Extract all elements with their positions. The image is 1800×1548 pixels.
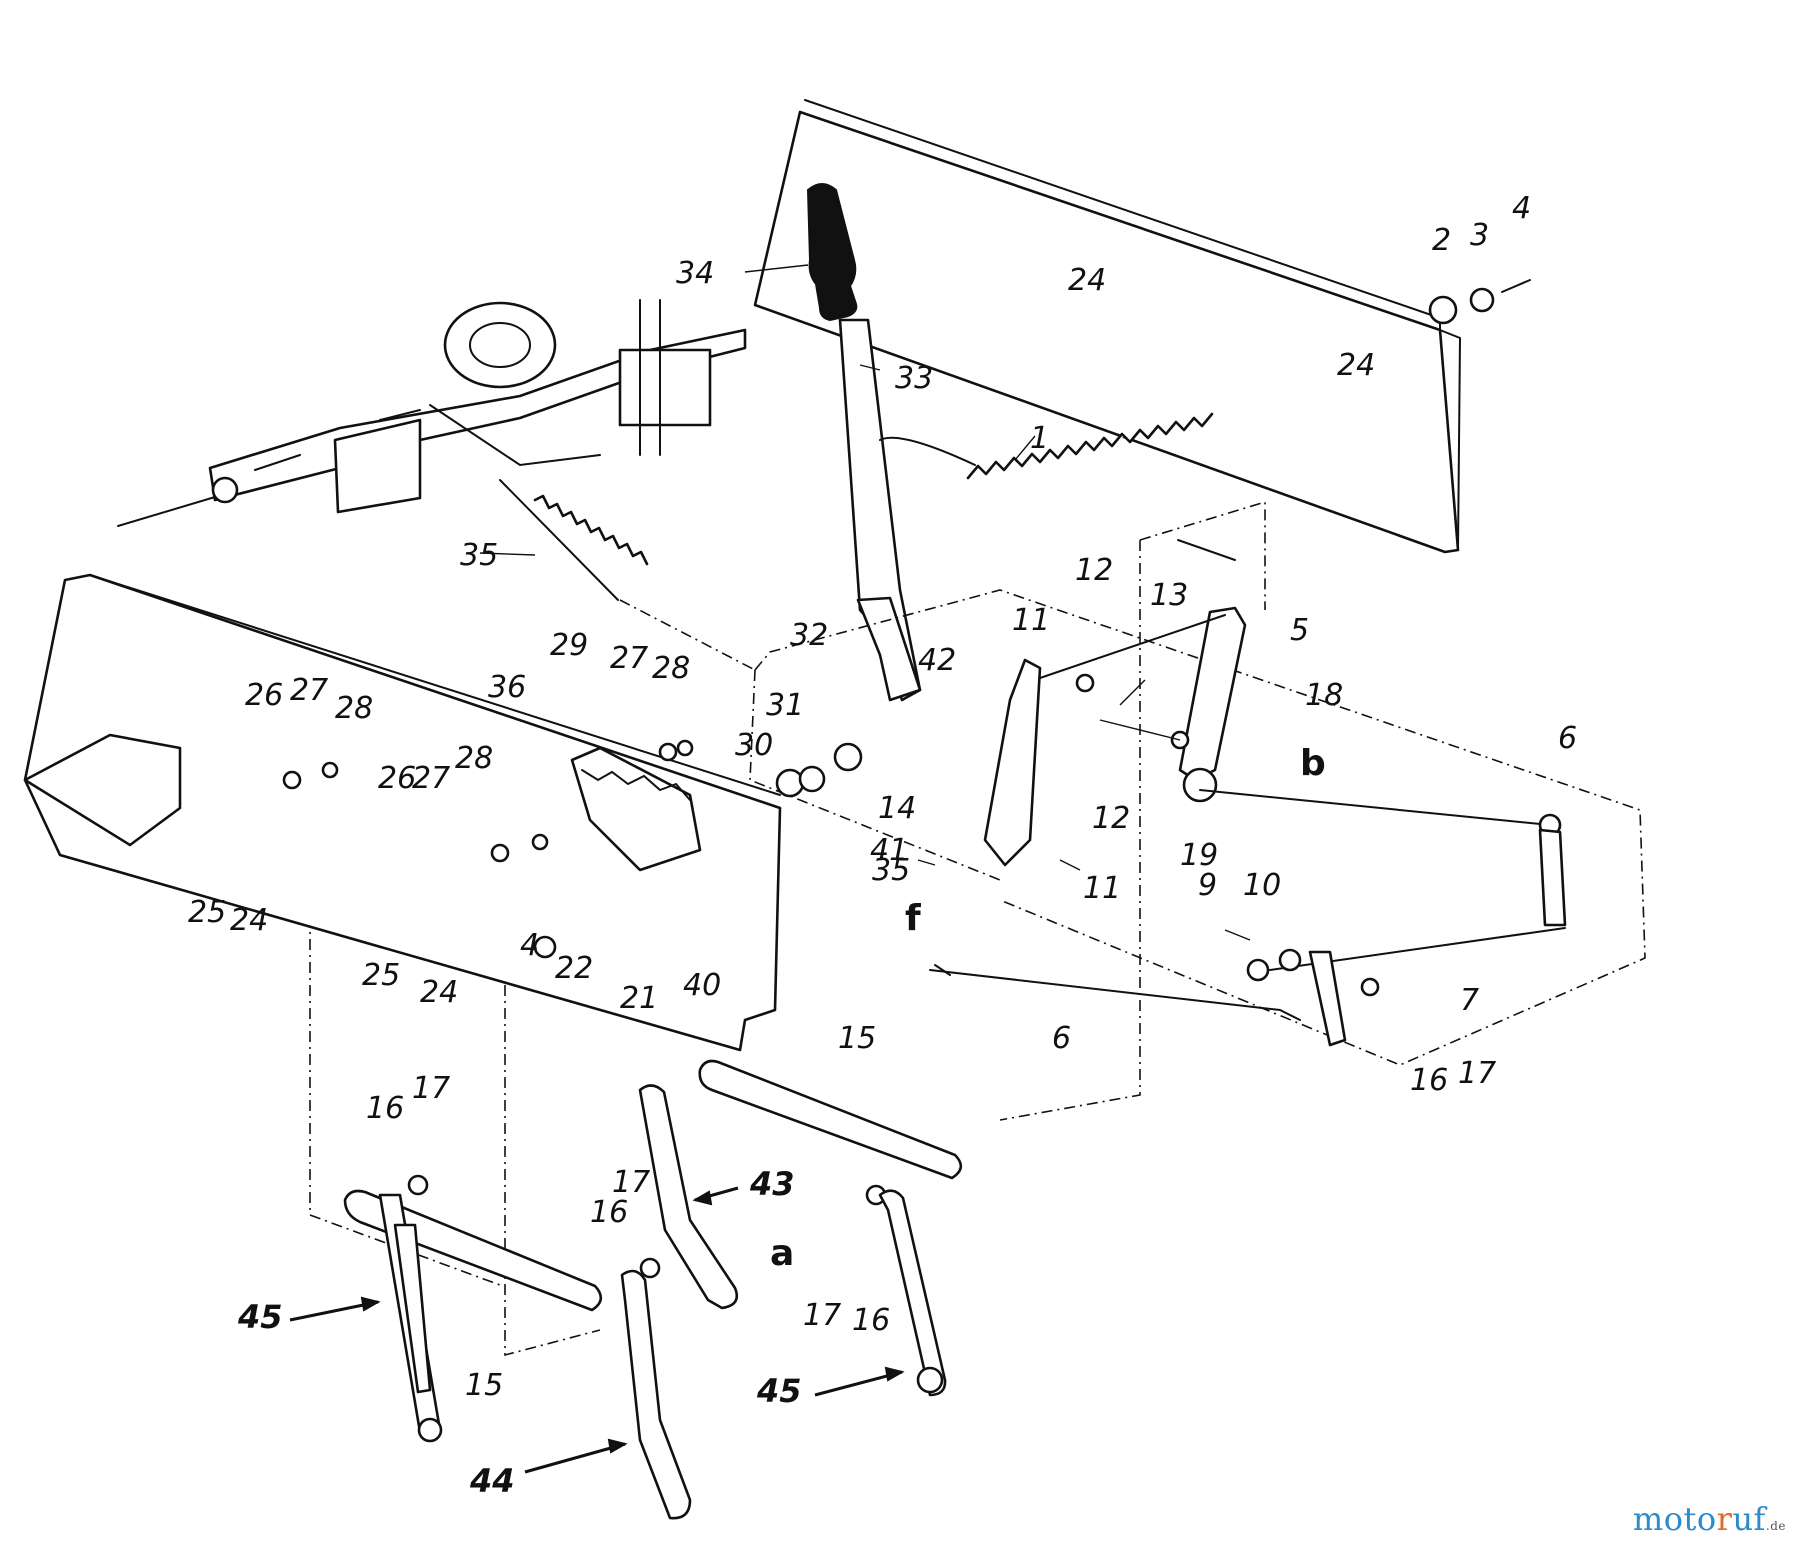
part-label: 14 bbox=[878, 791, 916, 826]
watermark-text-r: r bbox=[1716, 1500, 1733, 1538]
part-label: 35 bbox=[872, 853, 910, 888]
part-label: 30 bbox=[735, 728, 773, 763]
part-label: 32 bbox=[790, 618, 828, 653]
part-label: 25 bbox=[188, 895, 226, 930]
reference-arrows bbox=[289, 1186, 905, 1474]
part-label: 16 bbox=[590, 1195, 628, 1230]
part-label: 24 bbox=[420, 975, 458, 1010]
part-label: 29 bbox=[550, 628, 588, 663]
part-label: 12 bbox=[1075, 553, 1113, 588]
part-label: 28 bbox=[335, 691, 373, 726]
part-label: 22 bbox=[555, 951, 593, 986]
part-label: 6 bbox=[1052, 1021, 1071, 1056]
part-label: f bbox=[905, 898, 921, 939]
lever-43 bbox=[638, 1084, 739, 1310]
linkage-assembly bbox=[929, 606, 1567, 1047]
part-label: 11 bbox=[1012, 603, 1050, 638]
part-label: 44 bbox=[469, 1462, 515, 1500]
part-label: 16 bbox=[366, 1091, 404, 1126]
part-label: 21 bbox=[620, 981, 658, 1016]
part-label: 16 bbox=[852, 1303, 890, 1338]
leader-lines bbox=[479, 264, 1251, 941]
part-label: 41 bbox=[870, 833, 908, 868]
chassis-frame bbox=[309, 500, 1646, 1357]
part-label: 27 bbox=[412, 761, 450, 796]
lift-lever bbox=[806, 183, 922, 702]
part-label: 17 bbox=[1458, 1056, 1496, 1091]
part-label: 35 bbox=[460, 538, 498, 573]
watermark-logo: motoruf.de bbox=[1633, 1500, 1786, 1538]
hardware-items bbox=[282, 279, 1531, 1279]
lever-44 bbox=[620, 1269, 692, 1520]
part-label: 24 bbox=[1337, 348, 1375, 383]
part-label: 7 bbox=[1460, 983, 1479, 1018]
part-label: 5 bbox=[1290, 613, 1309, 648]
part-label: 33 bbox=[895, 361, 933, 396]
watermark-text-b: uf bbox=[1732, 1500, 1766, 1538]
mower-deck-panel bbox=[23, 573, 782, 1052]
part-labels: 34 33 24 2 3 4 24 1 35 12 13 11 5 32 42 … bbox=[188, 191, 1577, 1500]
spring-35-upper bbox=[499, 479, 649, 601]
part-label: 40 bbox=[683, 968, 721, 1003]
part-label: 12 bbox=[1092, 801, 1130, 836]
watermark-text-a: moto bbox=[1632, 1500, 1717, 1538]
part-label: 15 bbox=[465, 1368, 503, 1403]
link-15-upper bbox=[698, 1059, 963, 1180]
part-label: 16 bbox=[1410, 1063, 1448, 1098]
part-label: 26 bbox=[378, 761, 416, 796]
part-label: 24 bbox=[230, 903, 268, 938]
part-label: b bbox=[1300, 743, 1326, 784]
rear-axle-assembly bbox=[117, 299, 747, 527]
part-label: 28 bbox=[652, 651, 690, 686]
part-label: 28 bbox=[455, 741, 493, 776]
part-label: 1 bbox=[1030, 421, 1049, 456]
part-label: 17 bbox=[412, 1071, 450, 1106]
part-label: a bbox=[770, 1233, 794, 1274]
part-label: 45 bbox=[756, 1372, 802, 1410]
part-label: 13 bbox=[1150, 578, 1188, 613]
part-label: 4 bbox=[520, 928, 539, 963]
part-label: 31 bbox=[766, 688, 804, 723]
part-label: 24 bbox=[1068, 263, 1106, 298]
part-label: 17 bbox=[803, 1298, 841, 1333]
part-label: 18 bbox=[1305, 678, 1343, 713]
part-label: 9 bbox=[1198, 868, 1217, 903]
part-label: 43 bbox=[749, 1165, 795, 1203]
part-label: 10 bbox=[1243, 868, 1281, 903]
link-15-lower bbox=[343, 1189, 603, 1443]
part-label: 15 bbox=[838, 1021, 876, 1056]
part-label: 4 bbox=[1512, 191, 1531, 226]
part-label: 19 bbox=[1180, 838, 1218, 873]
part-label: 25 bbox=[362, 958, 400, 993]
part-label: 17 bbox=[612, 1165, 650, 1200]
part-label: 6 bbox=[1558, 721, 1577, 756]
part-label: 27 bbox=[610, 641, 648, 676]
part-label: 2 bbox=[1432, 223, 1451, 258]
lever-45-right bbox=[878, 1189, 947, 1397]
part-label: 45 bbox=[237, 1298, 283, 1336]
part-label: 11 bbox=[1083, 871, 1121, 906]
part-label: 26 bbox=[245, 678, 283, 713]
part-label: 42 bbox=[918, 643, 956, 678]
part-label: 27 bbox=[290, 673, 328, 708]
part-label: 34 bbox=[676, 256, 714, 291]
spring-1 bbox=[879, 412, 1236, 561]
part-label: 36 bbox=[488, 670, 526, 705]
part-label: 3 bbox=[1470, 218, 1489, 253]
watermark-tld: .de bbox=[1765, 1519, 1786, 1533]
